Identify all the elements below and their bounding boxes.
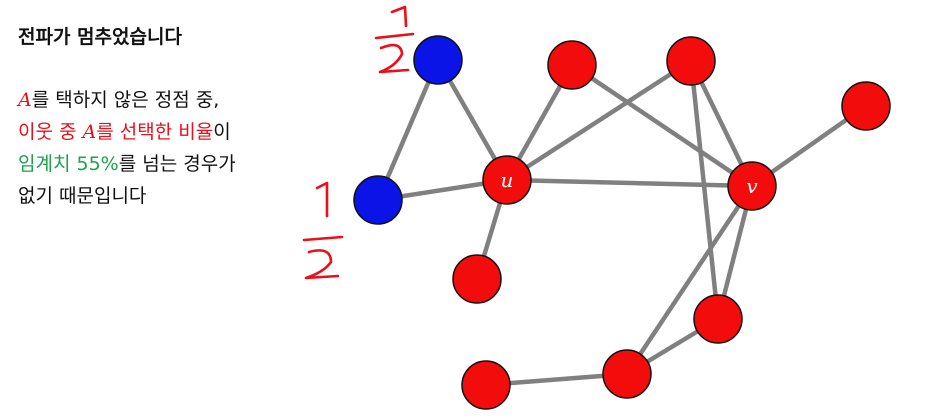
node-b1 [413,35,463,85]
explanation-line-2: 이웃 중 A를 선택한 비율이 [18,116,318,148]
edge-r2-r5 [688,60,721,320]
node-circle-b2 [353,175,403,225]
node-circle-r7 [461,360,511,410]
var-a: A [18,89,32,111]
edge-u-v [506,177,753,189]
line-2-prefix: 이웃 중 [18,121,83,143]
edge-r1-v [570,63,754,188]
node-circle-r2 [666,36,716,86]
line-2-suffix: 이 [213,121,231,143]
node-circle-r3 [841,81,891,131]
node-circle-v [727,161,777,211]
edge-u-r2 [505,59,693,182]
explanation-line-4: 없기 때문입니다 [18,185,147,207]
node-label-v: v [746,174,758,198]
explanation-line-3: 임계치 55%를 넘는 경우가 [18,148,318,180]
node-v: v [727,161,777,211]
line-1-text: 를 택하지 않은 정점 중, [31,89,220,111]
edge-v-r6 [625,184,754,376]
node-r3 [841,81,891,131]
node-r7 [461,360,511,410]
node-r4 [452,254,502,304]
node-circle-r5 [693,294,743,344]
node-r6 [602,349,652,399]
line-2-highlight: 를 선택한 비율 [96,121,214,143]
node-r5 [693,294,743,344]
node-circle-r1 [547,40,597,90]
page-title: 전파가 멈추었습니다 [18,26,182,48]
node-circle-u [482,155,532,205]
node-label-u: u [501,168,514,192]
node-circle-r4 [452,254,502,304]
var-a-2: A [82,121,97,143]
node-u: u [482,155,532,205]
handwritten-half-top [374,5,415,74]
explanation-text: A를 택하지 않은 정점 중, 이웃 중 A를 선택한 비율이 임계치 55%를… [18,84,318,212]
edge-b1-b2 [375,59,441,201]
handwritten-half-bottom [302,181,344,280]
node-b2 [353,175,403,225]
threshold-text: 임계치 55% [18,153,119,175]
line-3-suffix: 를 넘는 경우가 [118,153,236,175]
node-circle-b1 [413,35,463,85]
graph-edges [375,58,868,388]
node-circle-r6 [602,349,652,399]
node-r2 [666,36,716,86]
node-r1 [547,40,597,90]
explanation-line-1: A를 택하지 않은 정점 중, [18,84,318,116]
